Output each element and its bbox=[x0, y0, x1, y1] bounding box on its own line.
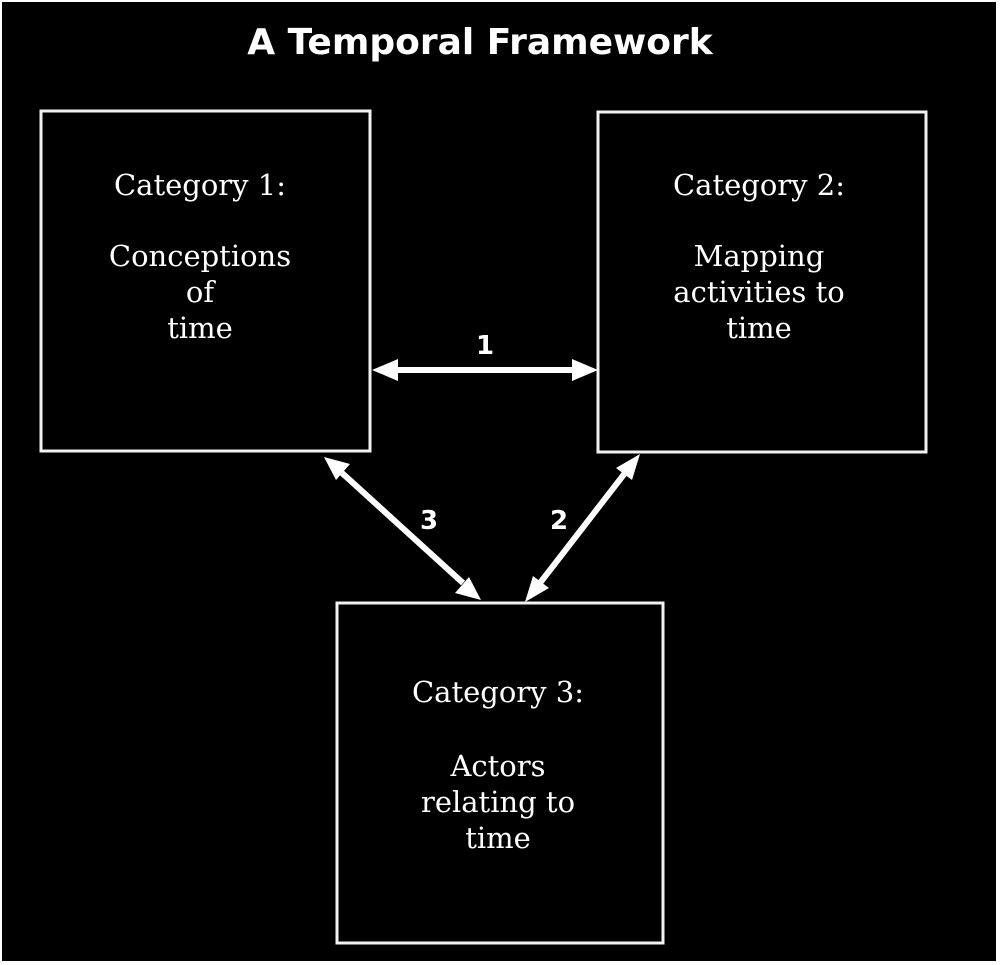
link-1-arrow bbox=[372, 359, 598, 381]
category-1-line-3: time bbox=[167, 311, 233, 345]
category-3-box bbox=[335, 601, 665, 945]
link-1-label: 1 bbox=[476, 331, 494, 361]
category-1-node: Category 1: Conceptions of time bbox=[39, 109, 372, 453]
category-2-heading: Category 2: bbox=[673, 168, 845, 202]
link-1-head-left bbox=[372, 359, 398, 381]
link-3-arrow bbox=[324, 457, 481, 600]
link-3-head-top bbox=[324, 457, 350, 480]
diagram-title: A Temporal Framework bbox=[247, 22, 714, 63]
link-2-head-top bbox=[616, 454, 640, 480]
link-1-head-right bbox=[572, 359, 598, 381]
category-1-box bbox=[39, 109, 372, 453]
category-2-line-3: time bbox=[726, 311, 792, 345]
category-1-line-2: of bbox=[186, 275, 216, 309]
category-3-node: Category 3: Actors relating to time bbox=[335, 601, 665, 945]
category-3-line-2: relating to bbox=[421, 785, 575, 819]
link-2-label: 2 bbox=[550, 506, 568, 536]
link-2-arrow bbox=[525, 454, 640, 602]
category-2-node: Category 2: Mapping activities to time bbox=[596, 110, 928, 454]
category-2-box bbox=[596, 110, 928, 454]
category-3-line-1: Actors bbox=[449, 749, 545, 783]
link-3-head-bottom bbox=[455, 577, 481, 600]
category-3-line-3: time bbox=[465, 821, 531, 855]
link-3-label: 3 bbox=[420, 506, 438, 536]
category-2-line-1: Mapping bbox=[694, 239, 825, 273]
category-1-heading: Category 1: bbox=[114, 168, 286, 202]
category-2-line-2: activities to bbox=[673, 275, 844, 309]
link-2-head-bottom bbox=[525, 576, 549, 602]
category-1-line-1: Conceptions bbox=[109, 239, 291, 273]
category-3-heading: Category 3: bbox=[412, 675, 584, 709]
